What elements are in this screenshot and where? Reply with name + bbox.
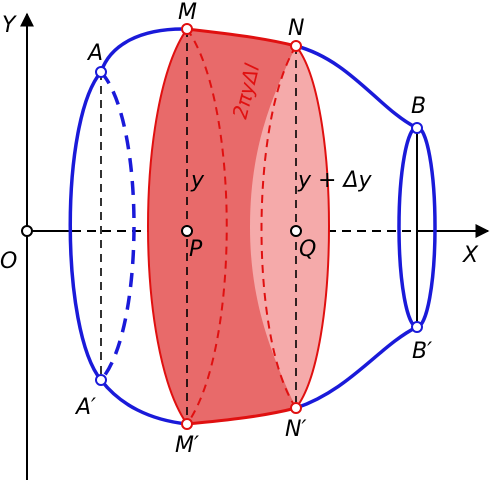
band-top-border	[186, 27, 297, 48]
point-A-prime	[95, 374, 107, 386]
radius-label-y: y	[190, 168, 205, 193]
label-M-prime: M′	[175, 433, 199, 458]
label-B-prime: B′	[412, 339, 432, 364]
point-N-prime	[290, 402, 302, 414]
point-Q	[290, 225, 302, 237]
origin-label: O	[0, 249, 17, 274]
label-Q: Q	[299, 237, 316, 262]
curve-lower-right	[295, 325, 418, 410]
ellipse-A-front	[68, 70, 103, 382]
label-P: P	[189, 237, 203, 262]
label-N: N	[288, 16, 304, 41]
point-M-prime	[181, 418, 193, 430]
label-N-prime: N′	[285, 417, 306, 442]
label-B: B	[411, 94, 426, 119]
band-front-edge-M	[147, 28, 188, 425]
point-P	[181, 225, 193, 237]
curve-upper-right	[295, 44, 418, 130]
x-axis-label: X	[462, 243, 479, 268]
curve-upper-left	[99, 27, 188, 73]
point-O	[21, 225, 33, 237]
point-B	[411, 122, 423, 134]
curve-lower-left	[99, 378, 188, 426]
point-B-prime	[411, 321, 423, 333]
band-back-edge-M	[186, 28, 228, 425]
point-N	[290, 40, 302, 52]
point-A	[95, 66, 107, 78]
radius-label-y-dy: y + Δy	[297, 168, 372, 193]
label-M: M	[178, 0, 197, 25]
y-axis-label: Y	[2, 13, 17, 38]
label-A-prime: A′	[74, 395, 96, 420]
band-back-edge-N	[260, 45, 297, 409]
band-front-edge-N	[295, 45, 330, 409]
ellipse-A-back	[99, 70, 136, 382]
band-bottom-border	[186, 406, 297, 426]
label-A: A	[86, 41, 103, 66]
point-M	[181, 23, 193, 35]
band-dark-surface	[148, 29, 296, 424]
band-light-surface	[250, 46, 329, 408]
